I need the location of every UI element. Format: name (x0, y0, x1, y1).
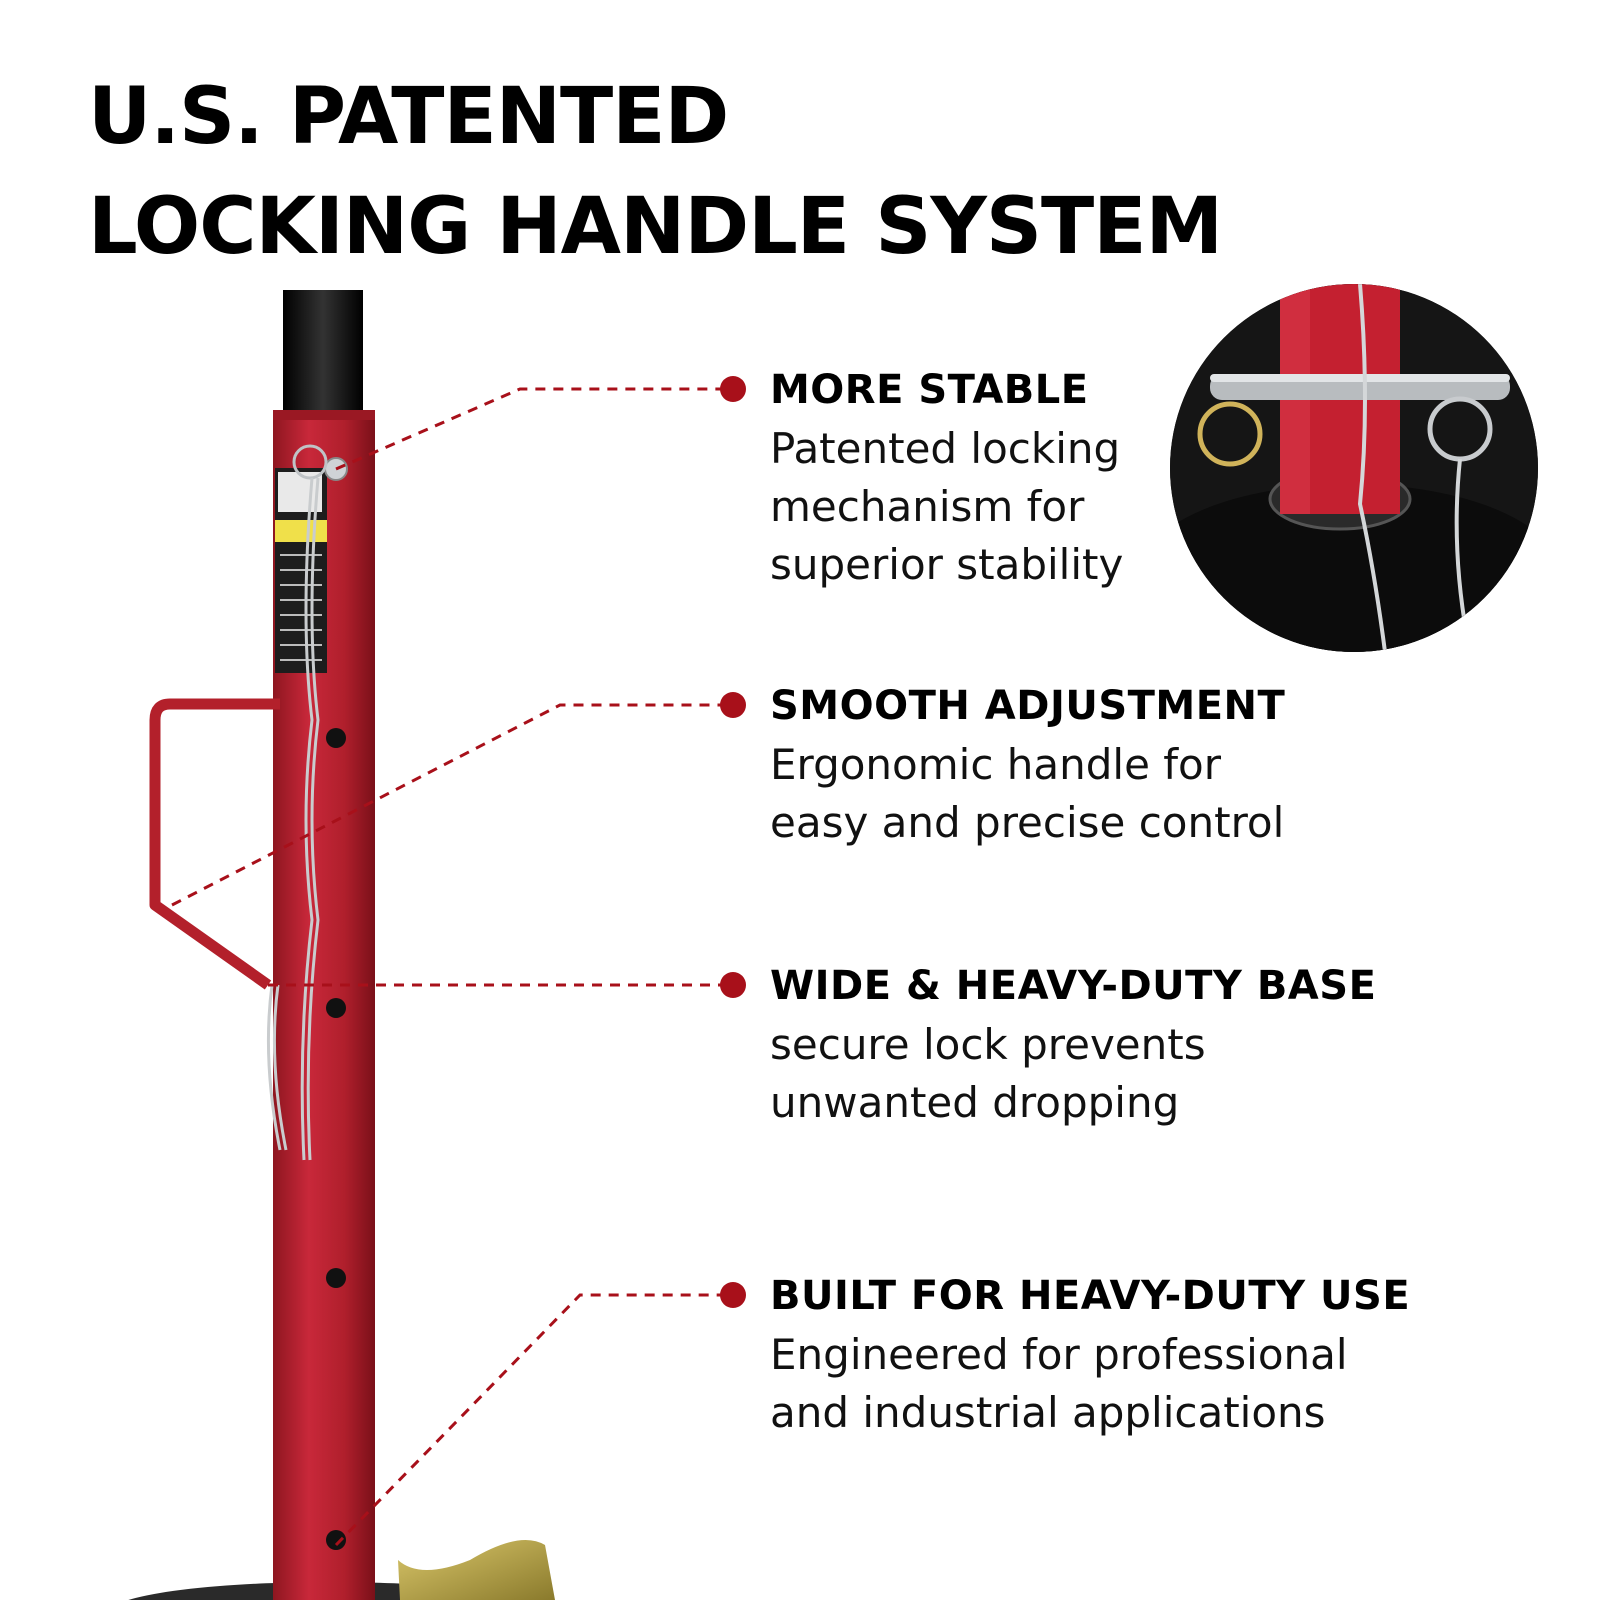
feature-description: Engineered for professional and industri… (770, 1330, 1348, 1437)
feature-smooth-adjustment: SMOOTH ADJUSTMENT Ergonomic handle for e… (770, 680, 1330, 852)
locking-pin-closeup (1170, 284, 1538, 652)
callout-line-4 (334, 1293, 730, 1547)
feature-description: Ergonomic handle for easy and precise co… (770, 740, 1285, 847)
page-title-line1: U.S. PATENTED (88, 72, 729, 162)
feature-description: Patented locking mechanism for superior … (770, 424, 1124, 589)
adjustment-holes (326, 728, 346, 1550)
callout-line-2 (171, 703, 730, 907)
chain-icon (266, 477, 320, 1161)
callout-dot-icon (720, 376, 746, 402)
feature-title: WIDE & HEAVY-DUTY BASE (770, 963, 1377, 1009)
feature-title: BUILT FOR HEAVY-DUTY USE (770, 1273, 1411, 1319)
page-title-line2: LOCKING HANDLE SYSTEM (88, 182, 1223, 272)
feature-title: MORE STABLE (770, 367, 1089, 413)
feature-wide-base: WIDE & HEAVY-DUTY BASE secure lock preve… (770, 960, 1376, 1132)
feature-heavy-duty-use: BUILT FOR HEAVY-DUTY USE Engineered for … (770, 1270, 1410, 1442)
callout-dot-icon (720, 972, 746, 998)
callout-dot-icon (720, 692, 746, 718)
feature-description: secure lock prevents unwanted dropping (770, 1020, 1206, 1127)
callout-line-1 (335, 387, 730, 471)
inner-tube (283, 290, 363, 430)
callout-dot-icon (720, 1282, 746, 1308)
saddle (398, 1540, 555, 1600)
feature-title: SMOOTH ADJUSTMENT (770, 683, 1286, 729)
warning-label (275, 468, 327, 673)
page-title: U.S. PATENTED LOCKING HANDLE SYSTEM (88, 62, 1223, 282)
feature-more-stable: MORE STABLE Patented locking mechanism f… (770, 364, 1170, 594)
handle-icon (149, 698, 280, 990)
